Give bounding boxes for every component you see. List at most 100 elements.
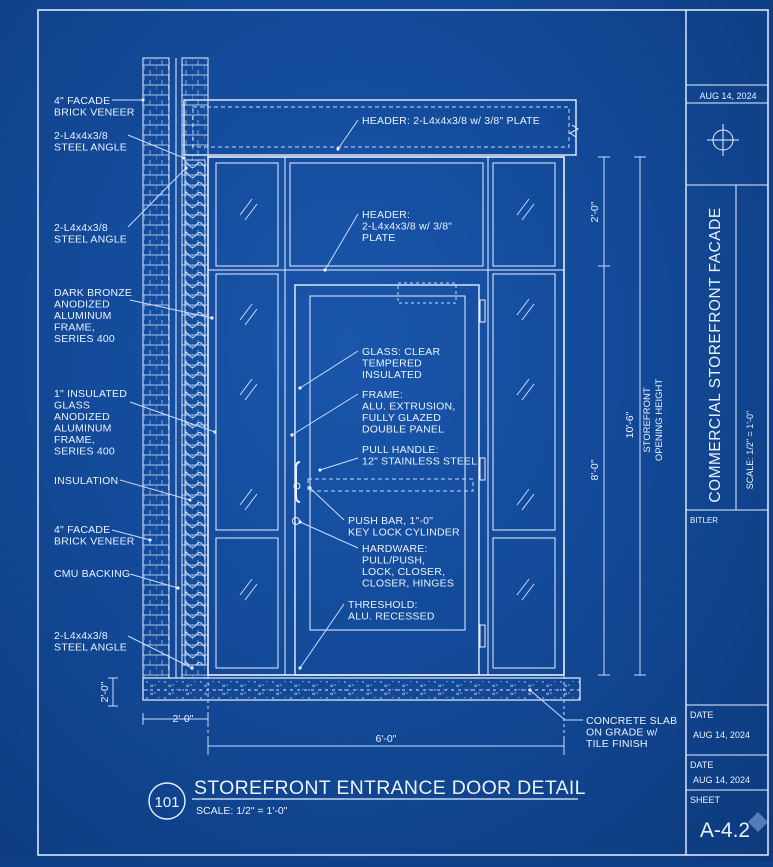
- hinge-top: [479, 299, 486, 323]
- dim-opening-width: 6'-0": [376, 733, 397, 745]
- notes-center-3-line-2: FULLY GLAZED: [362, 412, 441, 424]
- notes-center-4-line-0: PULL HANDLE:: [362, 444, 439, 456]
- notes-center-3-line-1: ALU. EXTRUSION,: [362, 401, 455, 413]
- notes-left-0-line-0: 4" FACADE: [54, 95, 110, 107]
- notes-left-3-line-2: ALUMINUM: [54, 310, 112, 322]
- title-block: [686, 84, 768, 832]
- notes-center-2-line-0: GLASS: CLEAR: [362, 346, 440, 358]
- leader-center-4: [319, 457, 359, 471]
- leader-center-5-dot: [308, 486, 312, 490]
- leader-center-6-dot: [298, 520, 302, 524]
- push-bar: [307, 478, 474, 492]
- leader-center-3-dot: [290, 433, 294, 437]
- outer-border: [37, 9, 769, 856]
- dim-transom-height: 2'-0": [589, 201, 601, 222]
- leader-center-5: [309, 487, 345, 521]
- leader-center-3: [291, 393, 359, 436]
- notes-left-1-line-1: STEEL ANGLE: [54, 142, 127, 154]
- notes-left-6-line-0: 4" FACADE: [54, 524, 110, 536]
- notes-center-7-line-1: ALU. RECESSED: [348, 611, 435, 623]
- notes-center-2-line-1: TEMPERED: [362, 358, 422, 370]
- notes-center-7-line-0: THRESHOLD:: [348, 599, 418, 611]
- notes-left-7-line-0: CMU BACKING: [54, 568, 130, 580]
- dim-opening-label-2: OPENING HEIGHT: [654, 379, 665, 462]
- leader-left-4-dot: [213, 430, 217, 434]
- leader-left-5-dot: [188, 498, 192, 502]
- detail-number: 101: [154, 794, 179, 811]
- notes-left-2-line-0: 2-L4x4x3/8: [54, 222, 108, 234]
- header-beam: [183, 99, 579, 156]
- notes-left-0-line-1: BRICK VENEER: [54, 107, 135, 119]
- sheet-scale: SCALE: 1/2" = 1'-0": [745, 411, 755, 489]
- hinge-middle: [479, 457, 486, 481]
- leader-left-8: [127, 635, 193, 669]
- notes-left-4-line-2: ANODIZED: [54, 411, 110, 423]
- pull-handle: [295, 461, 301, 503]
- leader-left-6: [111, 529, 151, 541]
- storefront-frame: [207, 156, 565, 676]
- notes-left-3-line-4: SERIES 400: [54, 333, 115, 345]
- leader-left-1-dot: [182, 156, 186, 160]
- dim-door-height: 8'-0": [589, 459, 601, 480]
- leader-center-2: [299, 350, 359, 389]
- notes-center-6-line-0: HARDWARE:: [362, 543, 428, 555]
- title-date-top: AUG 14, 2024: [699, 91, 756, 101]
- leader-center-1-dot: [323, 268, 327, 272]
- notes-left-8-line-1: STEEL ANGLE: [54, 642, 127, 654]
- notes-center-1-line-0: HEADER:: [362, 209, 410, 221]
- notes-center-3-line-3: DOUBLE PANEL: [362, 424, 444, 436]
- dim-wall-width: 2'-0": [173, 713, 194, 725]
- dim-slab-height: 2'-0": [99, 681, 111, 702]
- leader-lines: [111, 98, 583, 721]
- sheet-corner-mark-icon: [748, 812, 768, 832]
- notes-center-2-line-2: INSULATED: [362, 369, 422, 381]
- leader-left-2-dot: [184, 166, 188, 170]
- date-value-2: AUG 14, 2024: [693, 775, 750, 785]
- leader-center-7-dot: [298, 666, 302, 670]
- notes-left-1-line-0: 2-L4x4x3/8: [54, 130, 108, 142]
- notes-center-3-line-0: FRAME:: [362, 389, 403, 401]
- notes-center-5-line-0: PUSH BAR, 1"-0": [348, 515, 433, 527]
- leader-center-4-dot: [318, 468, 322, 472]
- detail-scale: SCALE: 1/2" = 1'-0": [196, 805, 288, 817]
- dim-opening-height: 10'-6": [624, 411, 636, 438]
- entrance-door: [292, 282, 486, 676]
- leader-left-7: [129, 573, 179, 589]
- concrete-slab: [142, 677, 581, 701]
- notes-center-6-line-3: CLOSER, HINGES: [362, 578, 454, 590]
- title-block-label: BITLER: [690, 516, 718, 525]
- leader-center-0: [337, 119, 359, 150]
- leader-left-6-dot: [148, 538, 152, 542]
- leader-left-4: [129, 401, 216, 433]
- leader-center-6: [299, 521, 359, 549]
- leader-center-0-dot: [336, 147, 340, 151]
- notes-left-2-line-1: STEEL ANGLE: [54, 234, 127, 246]
- leader-right-0-dot: [528, 688, 532, 692]
- notes-left-3-line-0: DARK BRONZE: [54, 287, 132, 299]
- date-value-1: AUG 14, 2024: [693, 730, 750, 740]
- notes-left-3-line-1: ANODIZED: [54, 299, 110, 311]
- date-label-2: DATE: [690, 760, 713, 770]
- notes-left-4-line-4: FRAME,: [54, 434, 95, 446]
- notes-right-0-line-2: TILE FINISH: [586, 738, 648, 750]
- leader-right-0: [529, 689, 583, 721]
- door-closer: [397, 282, 457, 304]
- wall-section: [142, 57, 209, 679]
- leader-left-2: [127, 167, 187, 228]
- glass-reflection-marks: [239, 198, 535, 601]
- notes-center-4-line-1: 12" STAINLESS STEEL: [362, 456, 477, 468]
- leader-center-7: [299, 603, 345, 669]
- leader-left-5: [119, 479, 191, 501]
- leader-left-1: [127, 134, 185, 159]
- lock-icon: [292, 517, 300, 525]
- notes-left-5-line-0: INSULATION: [54, 475, 118, 487]
- leader-left-0-dot: [141, 98, 145, 102]
- notes-center-0-line-0: HEADER: 2-L4x4x3/8 w/ 3/8" PLATE: [362, 115, 540, 127]
- notes-left-4-line-5: SERIES 400: [54, 446, 115, 458]
- leader-left-7-dot: [176, 586, 180, 590]
- notes-center-6-line-2: LOCK, CLOSER,: [362, 566, 445, 578]
- detail-title-block: [148, 782, 578, 820]
